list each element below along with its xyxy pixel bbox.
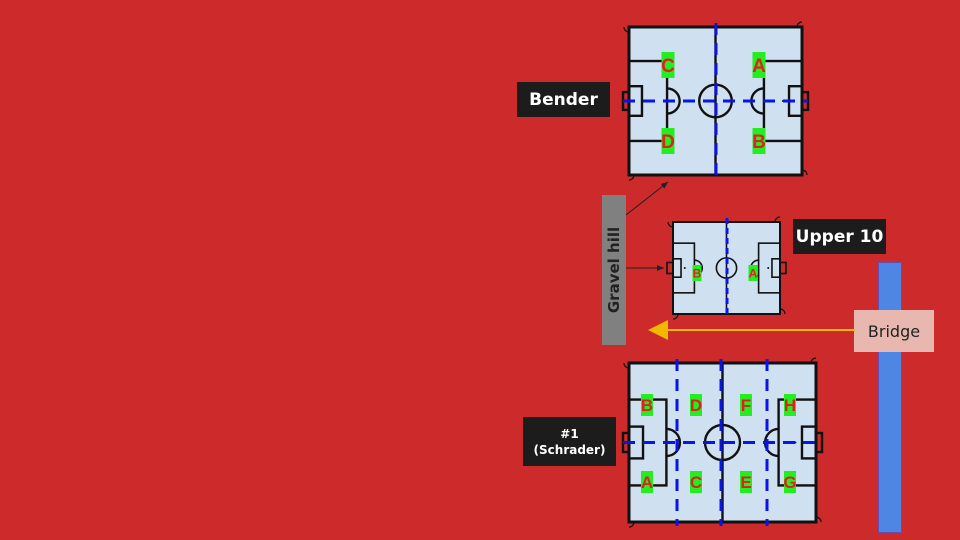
- zone-badge-B: B: [752, 128, 766, 154]
- zone-badge-bg: [740, 471, 752, 493]
- field-label-upper10: Upper 10: [793, 219, 886, 254]
- zone-badge-C: C: [661, 52, 675, 78]
- zone-badge-F: F: [740, 394, 752, 416]
- goal-right: [779, 261, 787, 275]
- corner-arc: [774, 216, 781, 223]
- bender-label-text: Bender: [529, 89, 598, 110]
- zone-badge-H: H: [784, 394, 796, 416]
- corner-arc: [628, 521, 635, 528]
- zone-badge-bg: [752, 52, 766, 78]
- penalty-arc-left: [666, 87, 681, 115]
- corner-arc: [810, 357, 817, 364]
- zone-letter: C: [661, 56, 675, 77]
- pitch-bender: C D A B: [621, 21, 810, 181]
- zone-badge-D: D: [661, 128, 675, 154]
- bridge-label: Bridge: [854, 310, 934, 352]
- corner-arc: [779, 308, 786, 315]
- zone-letter: B: [752, 132, 766, 153]
- field-label-schrader: #1 (Schrader): [523, 417, 616, 466]
- zone-badge-bg: [641, 471, 653, 493]
- goal-right: [814, 431, 824, 454]
- field-label-bender: Bender: [517, 82, 610, 117]
- bridge-label-text: Bridge: [867, 321, 921, 341]
- zone-badge-bg: [690, 471, 702, 493]
- zone-badge-A: A: [748, 265, 758, 281]
- corner-arc: [796, 21, 803, 28]
- zone-badge-A: A: [641, 471, 653, 493]
- zone-badge-bg: [661, 52, 675, 78]
- zone-badge-G: G: [783, 471, 797, 493]
- zone-letter: C: [690, 473, 702, 492]
- corner-arc: [628, 174, 635, 181]
- zone-badge-E: E: [740, 471, 752, 493]
- zone-letter: B: [641, 396, 653, 415]
- corner-arc: [667, 221, 674, 228]
- zone-badge-bg: [784, 394, 796, 416]
- zone-badge-B: B: [692, 265, 702, 281]
- zone-letter: H: [784, 396, 796, 415]
- upper10-label-text: Upper 10: [795, 226, 884, 247]
- zone-badge-bg: [740, 394, 752, 416]
- corner-arc: [623, 26, 630, 33]
- zone-badge-A: A: [752, 52, 766, 78]
- zone-badge-bg: [752, 128, 766, 154]
- zone-badge-bg: [690, 394, 702, 416]
- zone-letter: D: [690, 396, 702, 415]
- corner-arc: [801, 169, 808, 176]
- zone-badge-bg: [692, 265, 702, 281]
- zone-badge-C: C: [690, 471, 702, 493]
- corner-arc: [623, 362, 630, 369]
- penalty-arc-left: [666, 427, 682, 458]
- schrader-label-line1: #1: [560, 426, 579, 441]
- zone-badge-bg: [748, 265, 758, 281]
- corner-arc: [815, 516, 822, 523]
- zone-badge-B: B: [641, 394, 653, 416]
- zone-badge-bg: [641, 394, 653, 416]
- zone-letter: A: [752, 56, 766, 77]
- zone-badge-bg: [661, 128, 675, 154]
- zone-badge-bg: [784, 471, 796, 493]
- zone-letter: B: [693, 266, 702, 280]
- bridge-bar: [878, 262, 902, 533]
- zone-letter: E: [740, 473, 751, 492]
- zone-letter: D: [661, 132, 675, 153]
- zone-badge-D: D: [690, 394, 702, 416]
- penalty-spot-left: [683, 267, 686, 269]
- schrader-label-line2: (Schrader): [533, 442, 606, 457]
- gravel-hill: Gravel hill: [602, 195, 626, 345]
- penalty-spot-right: [767, 267, 770, 269]
- zone-letter: G: [783, 473, 796, 492]
- corner-arc: [672, 313, 679, 320]
- goal-left: [666, 261, 674, 275]
- zone-letter: A: [641, 473, 653, 492]
- arrow-gravel-to-bender: [625, 181, 669, 216]
- zone-letter: F: [741, 396, 751, 415]
- zone-letter: A: [749, 266, 758, 280]
- pitch-schrader: B A D C F E H G: [621, 357, 824, 528]
